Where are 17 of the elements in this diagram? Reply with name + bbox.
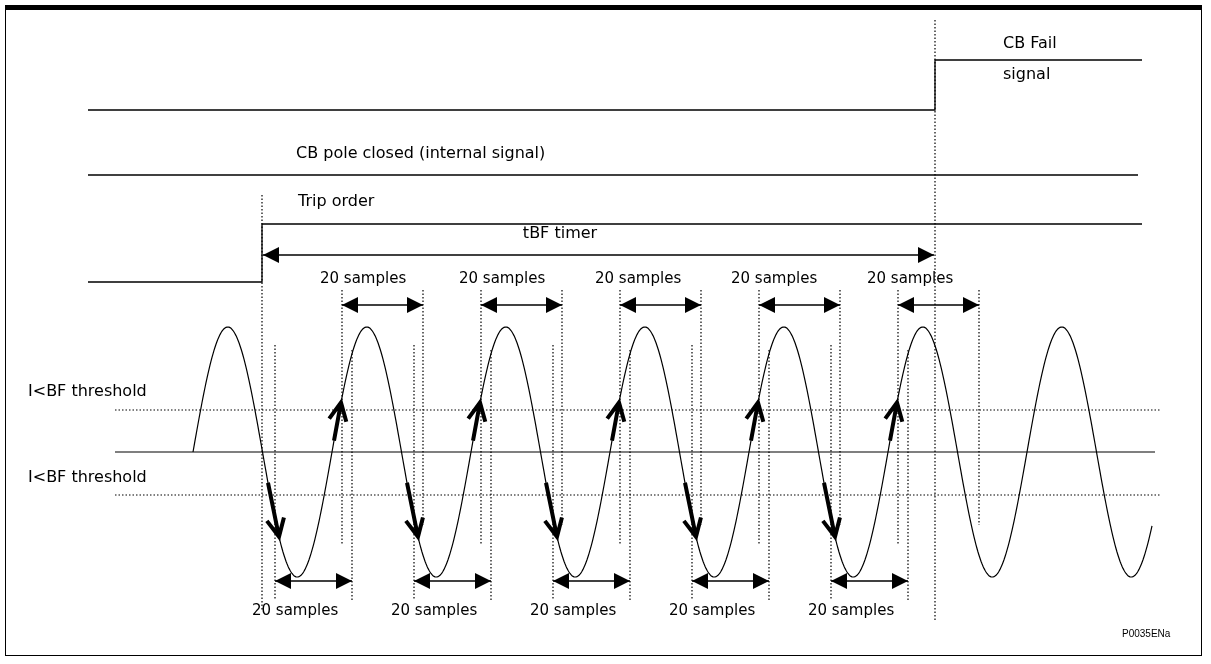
sample-count-label: 20 samples xyxy=(391,602,478,620)
sample-count-label: 20 samples xyxy=(459,270,546,288)
sample-count-label: 20 samples xyxy=(808,602,895,620)
sample-count-label: 20 samples xyxy=(867,270,954,288)
sample-count-label: 20 samples xyxy=(252,602,339,620)
timer-label: tBF timer xyxy=(522,224,598,243)
sample-count-label: 20 samples xyxy=(530,602,617,620)
threshold-label: I<BF threshold xyxy=(28,382,147,401)
sample-count-label: 20 samples xyxy=(669,602,756,620)
figure-code: P0035ENa xyxy=(1122,628,1171,640)
signal-label: Trip order xyxy=(298,192,375,211)
signal-label: CB Fail signal xyxy=(1003,32,1058,86)
sample-count-label: 20 samples xyxy=(595,270,682,288)
signal-label: CB pole closed (internal signal) xyxy=(296,144,546,163)
sample-count-label: 20 samples xyxy=(731,270,818,288)
sample-count-label: 20 samples xyxy=(320,270,407,288)
threshold-label: I<BF threshold xyxy=(28,468,147,487)
